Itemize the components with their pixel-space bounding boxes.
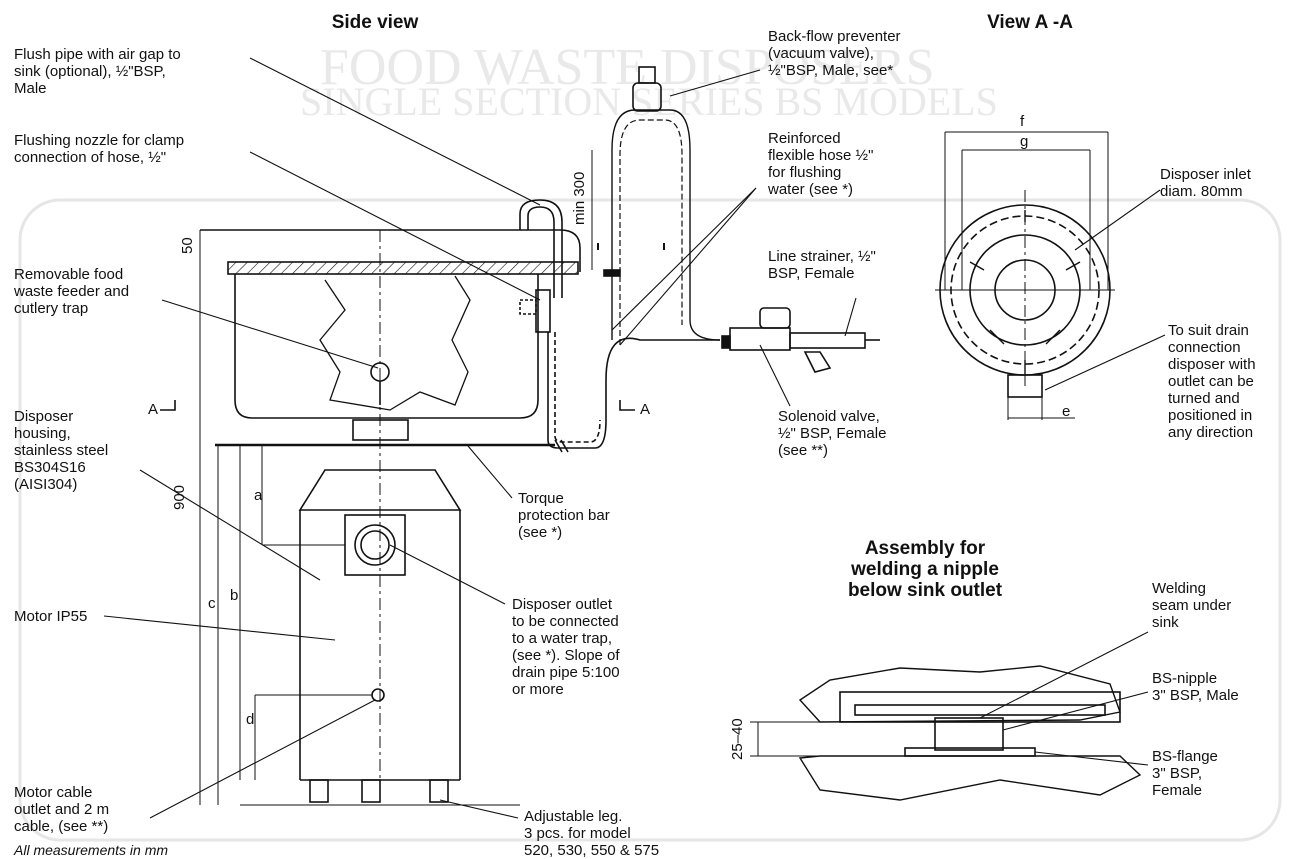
- dim-50: 50: [179, 237, 196, 254]
- dim-c: c: [208, 595, 216, 612]
- dim-min-300: min 300: [571, 171, 588, 225]
- label-back-flow-preventer: Back-flow preventer (vacuum valve), ½"BS…: [768, 28, 901, 79]
- dim-g: g: [1020, 133, 1029, 150]
- dim-25-40: 25–40: [729, 718, 746, 760]
- section-mark-a-right: A: [640, 401, 651, 418]
- label-torque-bar: Torque protection bar (see *): [518, 490, 610, 541]
- dim-d: d: [246, 711, 255, 728]
- label-disposer-outlet: Disposer outlet to be connected to a wat…: [512, 596, 620, 698]
- dim-a: a: [254, 487, 263, 504]
- dim-f: f: [1020, 113, 1025, 130]
- footnote: All measurements in mm: [14, 842, 169, 858]
- label-removable-feeder: Removable food waste feeder and cutlery …: [14, 266, 130, 317]
- dim-900: 900: [171, 484, 188, 510]
- label-disposer-housing: Disposer housing, stainless steel BS304S…: [14, 408, 109, 493]
- label-bs-flange: BS-flange 3" BSP, Female: [1152, 748, 1218, 799]
- background-heading-line2: SINGLE SECTION SERIES BS MODELS: [300, 79, 998, 124]
- label-motor-cable: Motor cable outlet and 2 m cable, (see *…: [14, 784, 110, 835]
- section-mark-a-left: A: [148, 401, 159, 418]
- label-drain-connection: To suit drain connection disposer with o…: [1168, 322, 1256, 441]
- label-solenoid-valve: Solenoid valve, ½" BSP, Female (see **): [778, 408, 887, 459]
- assembly-title: Assembly for welding a nipple below sink…: [847, 538, 1003, 601]
- dim-e: e: [1062, 403, 1071, 420]
- background-heading-line1: FOOD WASTE DISPOSERS: [320, 39, 935, 96]
- view-aa-title: View A -A: [987, 12, 1073, 33]
- side-view-title: Side view: [331, 12, 419, 33]
- label-welding-seam: Welding seam under sink: [1152, 580, 1232, 631]
- label-bs-nipple: BS-nipple 3" BSP, Male: [1152, 670, 1239, 704]
- label-motor: Motor IP55: [14, 608, 88, 625]
- label-adjustable-leg: Adjustable leg. 3 pcs. for model 520, 53…: [524, 808, 660, 859]
- label-line-strainer: Line strainer, ½" BSP, Female: [768, 248, 876, 282]
- sink-rim-hatch: [227, 261, 579, 275]
- label-flushing-nozzle: Flushing nozzle for clamp connection of …: [14, 132, 185, 166]
- label-reinforced-hose: Reinforced flexible hose ½" for flushing…: [768, 130, 874, 198]
- label-disposer-inlet: Disposer inlet diam. 80mm: [1160, 166, 1251, 200]
- dim-b: b: [230, 587, 239, 604]
- label-flush-pipe: Flush pipe with air gap to sink (optiona…: [14, 46, 181, 97]
